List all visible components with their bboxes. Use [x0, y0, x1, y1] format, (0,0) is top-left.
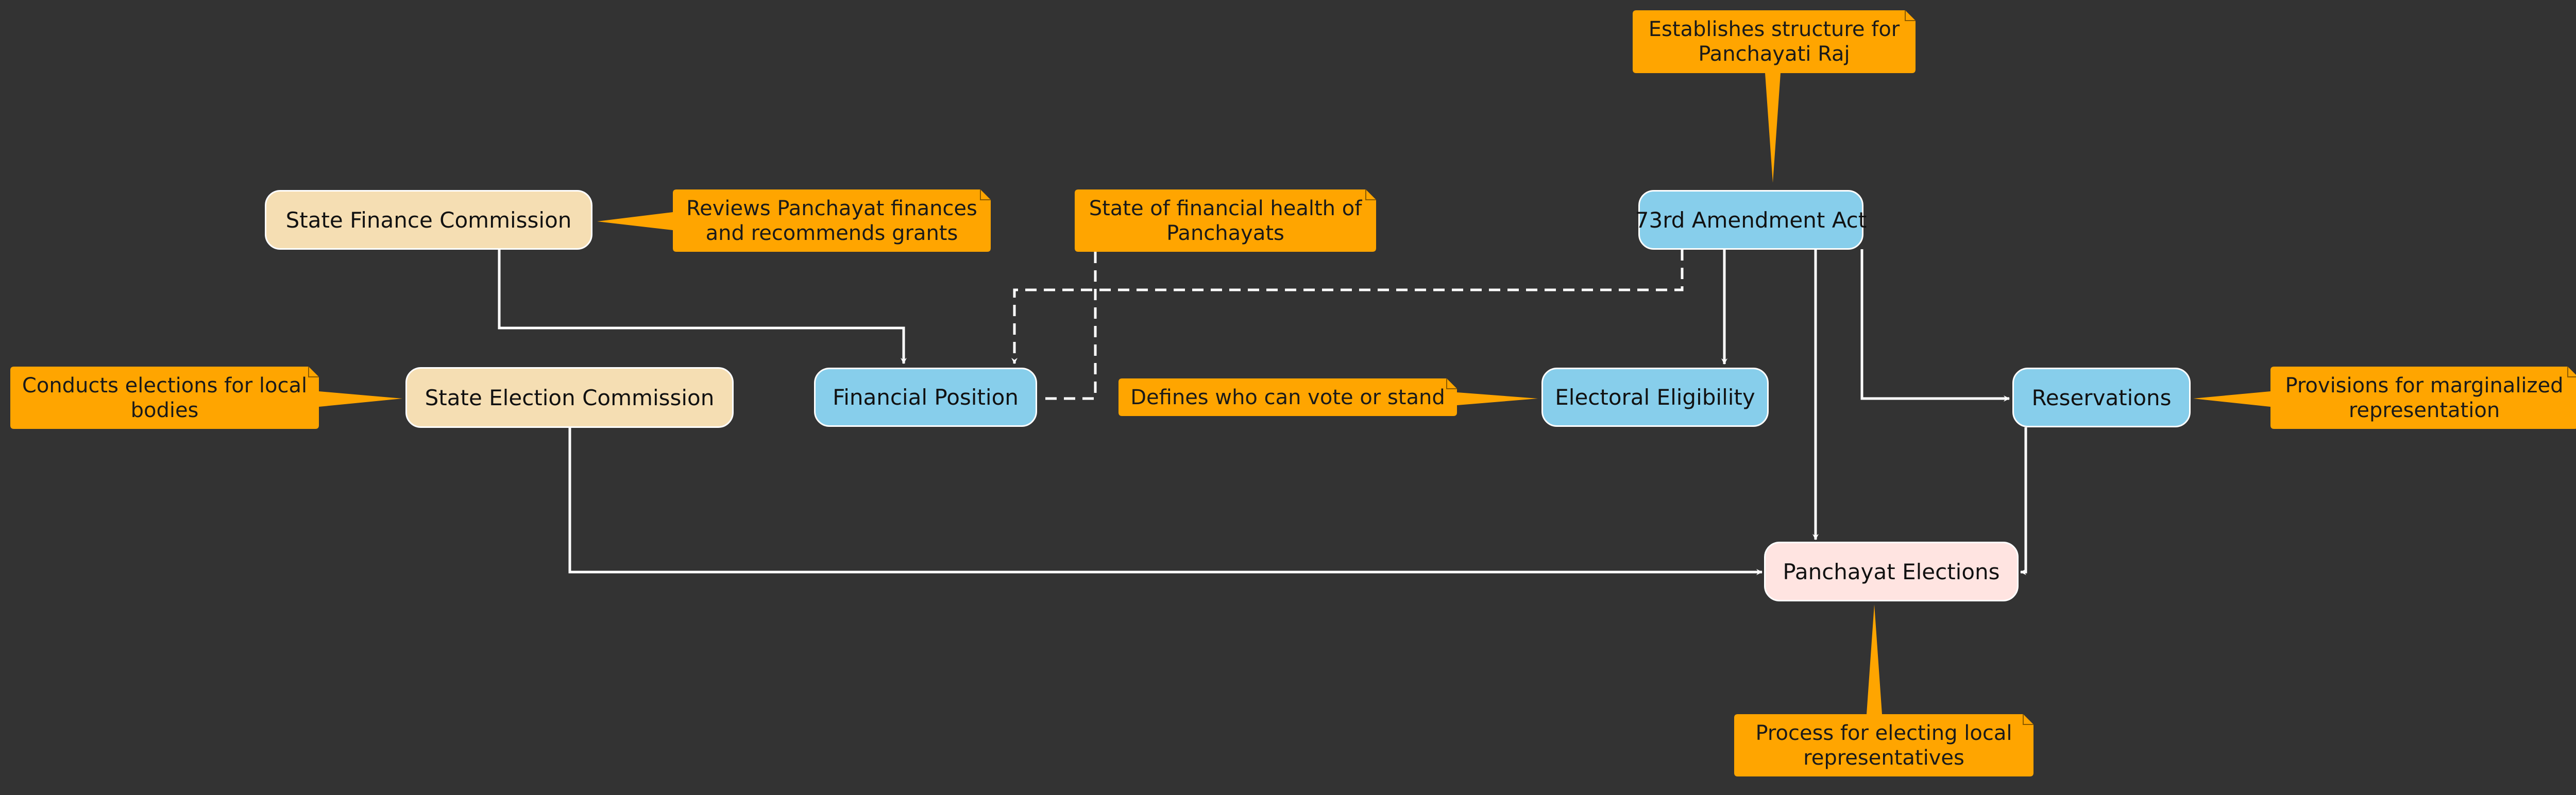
- note-finance-commission: Reviews Panchayat finances and recommend…: [673, 189, 991, 252]
- node-state-finance-commission-label: State Finance Commission: [285, 207, 572, 233]
- note-amendment-callout: [1633, 10, 1916, 183]
- note-election-commission-line-2: bodies: [130, 398, 199, 422]
- node-reservations-label: Reservations: [2031, 385, 2172, 410]
- note-amendment: Establishes structure for Panchayati Raj: [1633, 10, 1916, 73]
- node-73rd-amendment-act-label: 73rd Amendment Act: [1635, 207, 1867, 233]
- note-eligibility: Defines who can vote or stand: [1118, 378, 1457, 416]
- note-reservations: Provisions for marginalized representati…: [2270, 367, 2576, 429]
- note-election-commission-line-1: Conducts elections for local: [22, 373, 308, 398]
- node-state-finance-commission[interactable]: State Finance Commission: [265, 190, 592, 250]
- note-reservations-callout: [2193, 367, 2576, 429]
- edge-amendment-to-reservations: [1860, 249, 2010, 402]
- node-state-election-commission[interactable]: State Election Commission: [405, 367, 734, 428]
- note-election-commission-callout: [10, 367, 402, 429]
- note-financial-position-line-2: Panchayats: [1166, 221, 1284, 245]
- note-elections-callout: [1734, 604, 2033, 776]
- edge-amendment-to-financial-position: [1011, 249, 1684, 364]
- note-elections-line-1: Process for electing local: [1755, 721, 2012, 745]
- note-amendment-line-1: Establishes structure for: [1648, 18, 1900, 41]
- note-financial-position: State of financial health of Panchayats: [1075, 189, 1376, 252]
- edge-finance-commission-to-financial-position: [498, 249, 907, 364]
- note-eligibility-callout: [1118, 378, 1538, 416]
- note-amendment-line-2: Panchayati Raj: [1698, 42, 1850, 66]
- note-eligibility-line-1: Defines who can vote or stand: [1130, 385, 1445, 409]
- node-reservations[interactable]: Reservations: [2012, 368, 2191, 427]
- note-reservations-line-1: Provisions for marginalized: [2285, 373, 2564, 398]
- node-state-election-commission-label: State Election Commission: [425, 385, 715, 410]
- node-panchayat-elections-label: Panchayat Elections: [1783, 559, 2000, 584]
- node-panchayat-elections[interactable]: Panchayat Elections: [1764, 542, 2019, 601]
- node-73rd-amendment-act[interactable]: 73rd Amendment Act: [1635, 190, 1867, 250]
- note-elections: Process for electing local representativ…: [1734, 714, 2033, 776]
- note-reservations-line-2: representation: [2348, 398, 2500, 422]
- note-finance-commission-line-2: and recommends grants: [705, 221, 958, 245]
- note-finance-commission-line-1: Reviews Panchayat finances: [686, 196, 977, 220]
- node-electoral-eligibility-label: Electoral Eligibility: [1555, 385, 1755, 410]
- note-election-commission: Conducts elections for local bodies: [10, 367, 319, 429]
- edge-financial-position-note-link: [1039, 252, 1097, 400]
- edge-election-commission-to-panchayat-elections: [568, 427, 1762, 575]
- note-financial-position-line-1: State of financial health of: [1089, 196, 1362, 220]
- note-elections-line-2: representatives: [1803, 746, 1964, 770]
- node-financial-position[interactable]: Financial Position: [814, 368, 1037, 427]
- note-finance-commission-callout: [597, 189, 991, 252]
- note-financial-position-callout: [1075, 189, 1376, 252]
- edge-reservations-to-panchayat-elections: [2020, 427, 2027, 575]
- node-financial-position-label: Financial Position: [833, 385, 1019, 410]
- node-electoral-eligibility[interactable]: Electoral Eligibility: [1541, 368, 1769, 427]
